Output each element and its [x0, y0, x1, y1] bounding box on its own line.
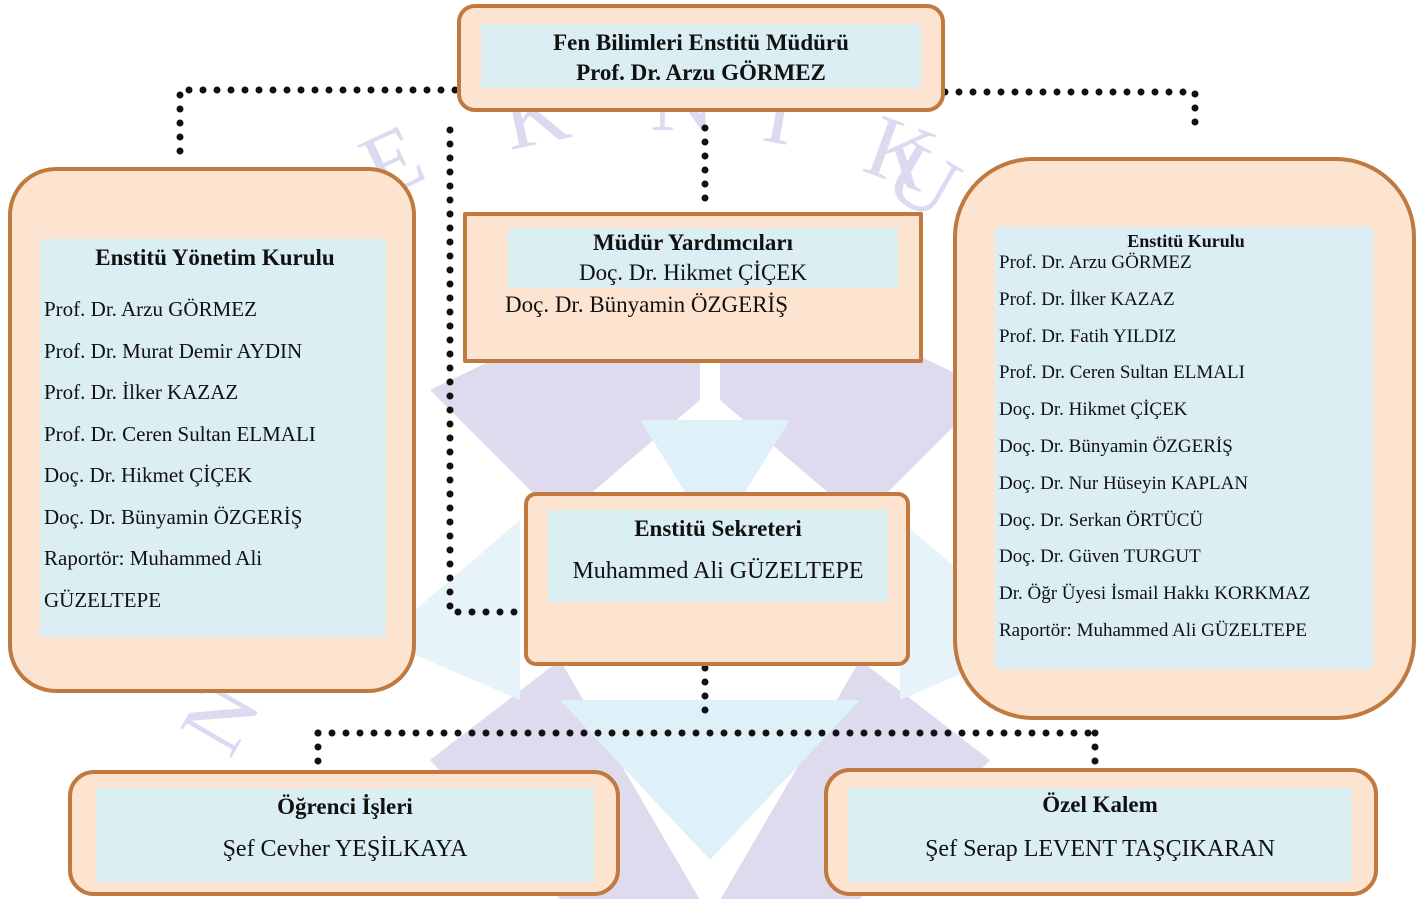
student-affairs-box: Öğrenci İşleri Şef Cevher YEŞİLKAYA [68, 770, 620, 896]
connector-director-council [941, 88, 1199, 130]
council-member-11: Raportör: Muhammed Ali GÜZELTEPE [999, 619, 1308, 641]
council-member-3: Prof. Dr. Fatih YILDIZ [999, 325, 1177, 347]
council-member-5: Doç. Dr. Hikmet ÇİÇEK [999, 399, 1188, 421]
board-inner: Enstitü Yönetim Kurulu Prof. Dr. Arzu GÖ… [40, 239, 386, 637]
board-member-6: Doç. Dr. Bünyamin ÖZGERİŞ [44, 504, 303, 529]
director-title: Fen Bilimleri Enstitü Müdürü [553, 30, 849, 55]
council-member-6: Doç. Dr. Bünyamin ÖZGERİŞ [999, 435, 1233, 457]
secretary-box: Enstitü Sekreteri Muhammed Ali GÜZELTEPE [524, 492, 910, 666]
deputies-box: Müdür Yardımcıları Doç. Dr. Hikmet ÇİÇEK… [463, 212, 923, 363]
council-member-4: Prof. Dr. Ceren Sultan ELMALI [999, 362, 1245, 384]
student-affairs-title: Öğrenci İşleri [277, 794, 413, 819]
private-office-name: Şef Serap LEVENT TAŞÇIKARAN [925, 836, 1275, 862]
secretary-inner: Enstitü Sekreteri Muhammed Ali GÜZELTEPE [548, 510, 888, 602]
private-office-title: Özel Kalem [1042, 792, 1158, 817]
council-member-2: Prof. Dr. İlker KAZAZ [999, 288, 1175, 310]
board-member-2: Prof. Dr. Murat Demir AYDIN [44, 338, 303, 363]
private-office-inner: Özel Kalem Şef Serap LEVENT TAŞÇIKARAN [848, 788, 1352, 882]
deputies-inner [508, 228, 898, 288]
director-box: Fen Bilimleri Enstitü Müdürü Prof. Dr. A… [457, 4, 945, 112]
student-affairs-name: Şef Cevher YEŞİLKAYA [222, 836, 468, 862]
council-member-1: Prof. Dr. Arzu GÖRMEZ [999, 252, 1192, 273]
director-name: Prof. Dr. Arzu GÖRMEZ [576, 60, 826, 85]
board-member-list: Prof. Dr. Arzu GÖRMEZ Prof. Dr. Murat Dem… [44, 297, 386, 629]
student-affairs-inner: Öğrenci İşleri Şef Cevher YEŞİLKAYA [96, 788, 594, 882]
board-member-3: Prof. Dr. İlker KAZAZ [44, 380, 239, 404]
council-member-list: Prof. Dr. Arzu GÖRMEZ Prof. Dr. İlker KAZ… [999, 252, 1373, 657]
secretary-title: Enstitü Sekreteri [634, 516, 802, 541]
deputies-title: Müdür Yardımcıları [593, 230, 793, 255]
secretary-name: Muhammed Ali GÜZELTEPE [572, 558, 864, 584]
connector-director-board [176, 86, 459, 162]
board-member-4: Prof. Dr. Ceren Sultan ELMALI [44, 421, 316, 446]
private-office-box: Özel Kalem Şef Serap LEVENT TAŞÇIKARAN [824, 768, 1378, 896]
board-member-5: Doç. Dr. Hikmet ÇİÇEK [44, 463, 253, 487]
council-member-7: Doç. Dr. Nur Hüseyin KAPLAN [999, 472, 1249, 494]
board-title: Enstitü Yönetim Kurulu [95, 245, 335, 270]
board-member-8: GÜZELTEPE [44, 587, 162, 612]
council-member-8: Doç. Dr. Serkan ÖRTÜCÜ [999, 509, 1204, 531]
board-member-1: Prof. Dr. Arzu GÖRMEZ [44, 297, 257, 321]
council-member-10: Dr. Öğr Üyesi İsmail Hakkı KORKMAZ [999, 583, 1311, 605]
director-inner: Fen Bilimleri Enstitü Müdürü Prof. Dr. A… [481, 24, 921, 88]
connector-director-secretary [446, 126, 526, 616]
board-box: Enstitü Yönetim Kurulu Prof. Dr. Arzu GÖ… [8, 167, 416, 693]
board-member-7: Raportör: Muhammed Ali [44, 546, 263, 570]
council-member-9: Doç. Dr. Güven TURGUT [999, 546, 1201, 568]
deputies-member-1: Doç. Dr. Hikmet ÇİÇEK [578, 260, 808, 285]
deputies-member-2: Doç. Dr. Bünyamin ÖZGERİŞ [505, 292, 789, 317]
council-title: Enstitü Kurulu [1127, 231, 1245, 251]
